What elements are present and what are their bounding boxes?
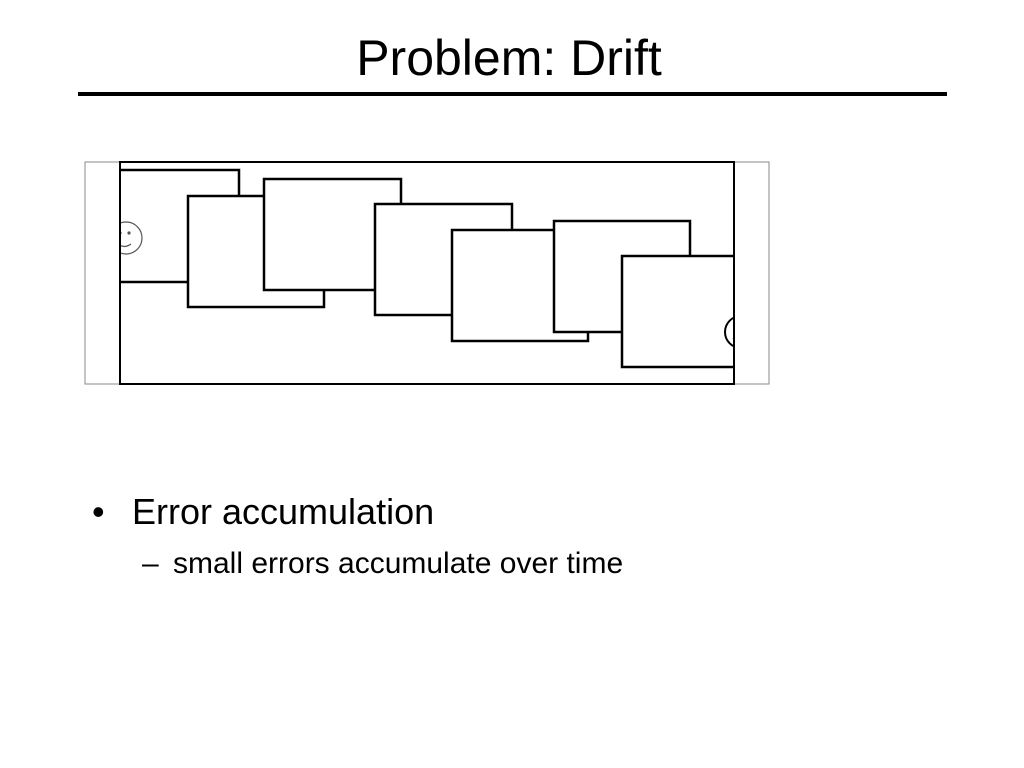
slide-title: Problem: Drift (356, 30, 662, 86)
title-underline (78, 92, 947, 96)
smiley-face-icon (724, 316, 734, 348)
smiley-face-icon (120, 221, 143, 255)
sub-bullet-marker: – (142, 547, 159, 580)
bullet-marker: • (92, 491, 105, 532)
sub-bullet-text: small errors accumulate over time (173, 547, 624, 580)
panorama-frame-7 (620, 254, 734, 369)
bullet-item: • Error accumulation (92, 486, 892, 538)
drift-diagram (84, 161, 770, 385)
panorama-viewport-border (119, 161, 735, 385)
bullet-text: Error accumulation (132, 491, 435, 532)
bullet-list: • Error accumulation – small errors accu… (92, 486, 892, 586)
sub-bullet-item: – small errors accumulate over time (92, 542, 892, 586)
